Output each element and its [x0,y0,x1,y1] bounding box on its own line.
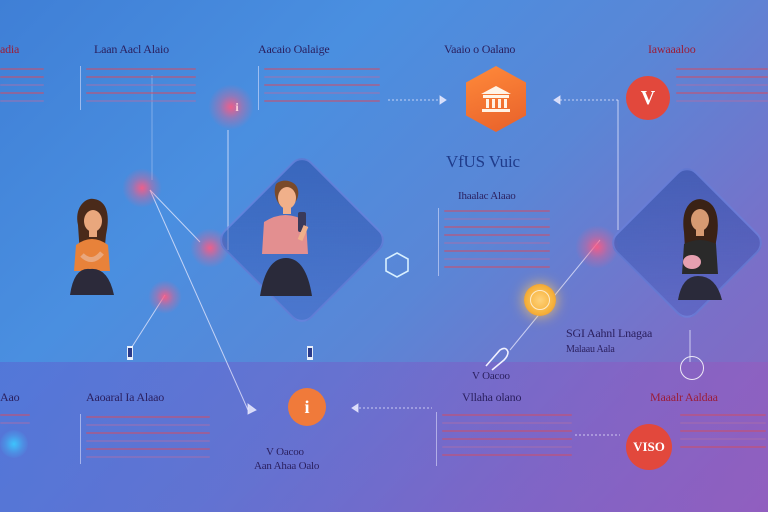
text-block [442,414,572,462]
paperclip-icon [485,347,509,371]
person-illustration-center [260,180,312,296]
text-block [680,414,766,454]
heading-top-left: Laan Aacl Alaio [94,42,169,56]
arrow-head [247,403,257,415]
info-icon: i [235,99,239,114]
divider [258,66,259,110]
divider [80,414,81,464]
heading-top-right: Iawaaaloo [648,42,696,56]
heading-top-far-left: adia [0,42,20,56]
text-block [264,68,380,108]
arrow-head [553,95,561,105]
text-block [86,68,196,108]
heading-mid-right: SGI Aahnl Lnagaa [566,326,653,340]
divider [80,66,81,110]
caption-bottom-center-1: V Oacoo [266,446,304,458]
text-block [0,414,30,430]
badge-info-icon[interactable]: i [288,388,326,426]
person-illustration-right [678,199,722,300]
heading-bottom-far-left: Aao [0,390,20,404]
text-block [676,68,768,108]
ring-node [680,356,704,380]
center-subtitle: Ihaalac Alaao [458,190,516,202]
glow-node [208,84,254,130]
heading-bottom-left: Aaoaral Ia Alaao [86,390,165,404]
glow-node [122,168,162,208]
text-block [444,210,550,274]
heading-top-mid: Aacaio Oalaige [258,42,330,56]
subheading-mid-right: Malaau Aala [566,344,615,355]
arrow-head [439,95,447,105]
person-illustration-left [70,198,114,295]
phone-icon [307,346,313,360]
text-block [0,68,44,108]
badge-viso-icon[interactable]: VISO [626,424,672,470]
heading-top-center: Vaaio o Oalano [444,42,516,56]
badge-v-icon[interactable]: V [626,76,670,120]
heading-bottom-right: Maaalr Aaldaa [650,390,718,404]
heading-bottom-center: Vllaha olano [462,390,522,404]
text-block [86,416,210,464]
building-icon [481,86,511,112]
divider [438,208,439,276]
phone-icon [127,346,133,360]
highlight-node[interactable] [524,284,556,316]
glow-node [148,280,182,314]
caption-bottom-center-2: Aan Ahaa Oalo [254,460,320,472]
center-title: VfUS Vuic [446,152,520,171]
glow-node-blue [0,430,28,458]
building-hexagon[interactable] [466,66,526,132]
divider [436,412,437,466]
caption-bottom-center-top: V Oacoo [472,370,510,382]
hexagon-outline-icon [385,252,409,278]
arrow-head [351,403,359,413]
connector-left-long [149,189,249,411]
